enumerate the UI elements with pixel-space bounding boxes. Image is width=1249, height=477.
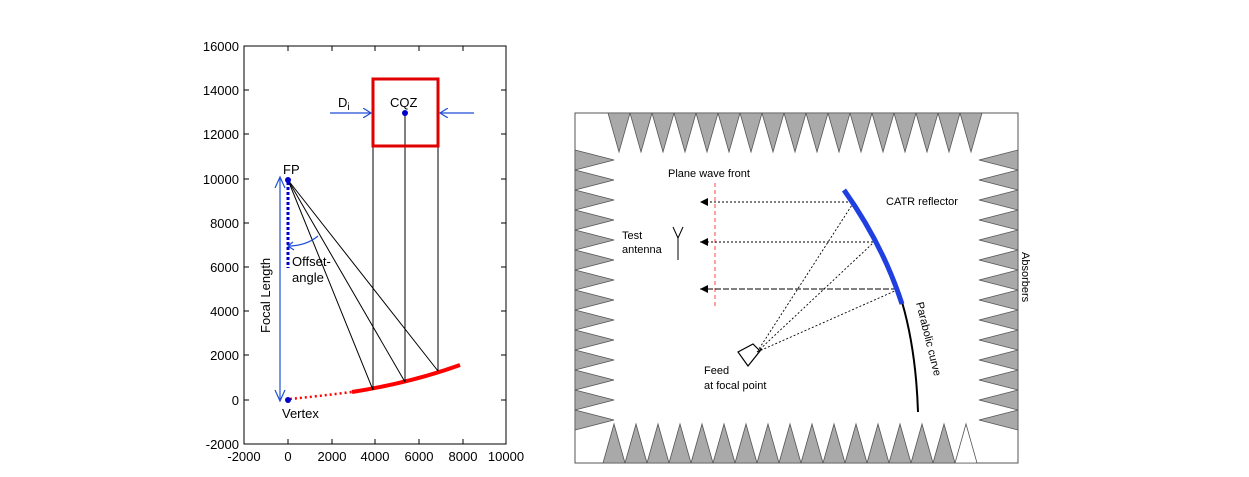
offset-angle-arc: [287, 235, 319, 247]
vertex-marker: [285, 397, 291, 403]
y-tick-label: 10000: [203, 172, 239, 187]
parabolic-curve-label: Parabolic curve: [913, 301, 943, 377]
test-antenna-label-line1: Test: [622, 230, 642, 242]
ray-lines: [287, 113, 439, 391]
y-tick-label: 8000: [210, 216, 239, 231]
di-label: Di: [338, 95, 350, 113]
offset-angle-arc-head: [286, 241, 295, 251]
left-axes-frame: [243, 45, 507, 445]
left-diagram: -2000 0 2000 4000 6000 8000 10000 16000 …: [203, 39, 524, 464]
test-antenna-label-line2: antenna: [622, 244, 663, 256]
feed-horn-icon: [737, 343, 763, 367]
catr-reflector-label: CATR reflector: [886, 196, 958, 208]
catr-reflector: [841, 188, 905, 305]
vertex-label: Vertex: [282, 406, 319, 421]
cqz-label: CQZ: [390, 95, 418, 110]
reflector-curve: [351, 363, 461, 394]
test-antenna-icon: [672, 226, 684, 260]
x-tick-label: 8000: [449, 449, 478, 464]
parabolic-curve: [901, 301, 919, 413]
x-axis-tick-labels: -2000 0 2000 4000 6000 8000 10000: [227, 449, 524, 464]
offset-angle-label-line2: angle: [292, 270, 324, 285]
parabola-dotted: [289, 390, 353, 401]
absorbers-top: [607, 112, 983, 154]
right-diagram: Plane wave front CATR reflector Paraboli…: [574, 112, 1031, 464]
x-tick-label: 0: [284, 449, 291, 464]
di-label-main: D: [338, 95, 347, 110]
y-tick-label: 14000: [203, 83, 239, 98]
x-tick-label: 10000: [488, 449, 524, 464]
offset-angle-label-line1: Offset-: [292, 254, 331, 269]
y-tick-label: 12000: [203, 127, 239, 142]
absorbers-label: Absorbers: [1019, 252, 1031, 303]
y-tick-label: 2000: [210, 348, 239, 363]
fp-marker: [285, 177, 291, 183]
feed-rays: [756, 204, 898, 353]
x-tick-label: -2000: [227, 449, 260, 464]
y-tick-label: 4000: [210, 304, 239, 319]
absorbers-bottom: [602, 422, 978, 464]
feed-label-line2: at focal point: [704, 380, 766, 392]
x-axis-ticks: [243, 46, 464, 444]
focal-length-arrow-head-top: [274, 175, 286, 189]
y-axis-ticks: [244, 89, 506, 401]
cqz-center-marker: [402, 110, 408, 116]
reflected-rays: [700, 198, 897, 293]
di-label-subscript: i: [347, 102, 349, 113]
x-tick-label: 2000: [318, 449, 347, 464]
feed-label-line1: Feed: [704, 365, 729, 377]
focal-length-label: Focal Length: [258, 258, 273, 333]
x-tick-label: 6000: [405, 449, 434, 464]
absorbers-right: [978, 149, 1019, 431]
x-tick-label: 4000: [361, 449, 390, 464]
cqz-box: [371, 77, 440, 148]
fp-label: FP: [283, 162, 300, 177]
plane-wave-front-label: Plane wave front: [668, 168, 750, 180]
chamber-outline: [574, 112, 1019, 464]
y-tick-label: 16000: [203, 39, 239, 54]
absorbers-left: [574, 149, 615, 431]
y-tick-label: -2000: [206, 437, 239, 452]
focal-length-arrow-head-bottom: [274, 389, 286, 403]
y-tick-label: 6000: [210, 260, 239, 275]
y-tick-label: 0: [232, 393, 239, 408]
y-axis-tick-labels: 16000 14000 12000 10000 8000 6000 4000 2…: [203, 39, 239, 452]
